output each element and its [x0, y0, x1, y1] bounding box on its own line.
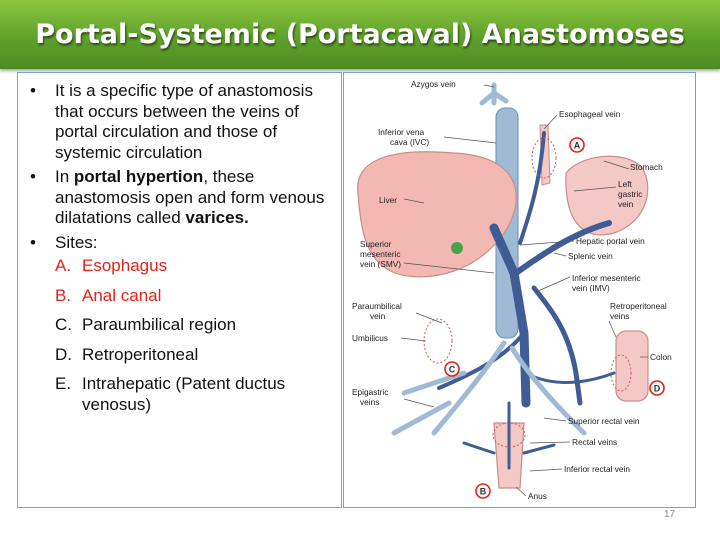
- label-rectal-veins: Rectal veins: [572, 437, 617, 447]
- site-letter: C.: [55, 315, 72, 334]
- text-panel: It is a specific type of anastomosis tha…: [17, 72, 342, 508]
- site-letter: D.: [55, 344, 72, 364]
- label-left-gastric-line2: gastric: [618, 189, 642, 199]
- label-paraumbilical-line2: vein: [370, 311, 386, 321]
- site-text: Intrahepatic (Patent ductus venosus): [82, 374, 286, 414]
- label-inferior-rectal-vein: Inferior rectal vein: [564, 464, 630, 474]
- label-ivc-line2: cava (IVC): [390, 137, 429, 147]
- label-smv-line3: vein (SMV): [360, 259, 401, 269]
- bullet-list: It is a specific type of anastomosis tha…: [28, 81, 335, 415]
- bullet-sites: Sites: A. Esophagus B. Anal canal C. Paraum…: [28, 233, 335, 416]
- marker-b-letter: B: [480, 487, 487, 497]
- liver-shape: [357, 151, 517, 278]
- colon-shape: [615, 330, 649, 402]
- azygos-vein-shape: [479, 82, 509, 106]
- label-smv-line1: Superior: [360, 239, 392, 249]
- site-letter: B.: [55, 285, 72, 305]
- label-ivc-line1: Inferior vena: [378, 127, 425, 137]
- gallbladder-shape: [451, 242, 463, 254]
- site-text: Retroperitoneal: [82, 344, 199, 364]
- label-esophageal-vein: Esophageal vein: [559, 109, 621, 119]
- label-smv-line2: mesenteric: [360, 249, 401, 259]
- label-paraumbilical-line1: Paraumbilical: [352, 301, 402, 311]
- label-retroperitoneal-line1: Retroperitoneal: [610, 301, 667, 311]
- portal-system-diagram: Azygos vein Esophageal vein Inferior ven…: [352, 79, 672, 501]
- marker-d: D: [649, 380, 665, 396]
- leader-lines: [400, 84, 648, 497]
- bullet-varices-pre: In: [55, 167, 74, 186]
- label-splenic-vein: Splenic vein: [568, 251, 613, 261]
- slide-title: Portal-Systemic (Portacaval) Anastomoses: [35, 19, 685, 50]
- site-item: E. Intrahepatic (Patent ductus venosus): [55, 374, 335, 415]
- marker-a-letter: A: [574, 141, 581, 151]
- esophageal-varix-ring: [531, 137, 557, 179]
- bullet-definition-text: It is a specific type of anastomosis tha…: [55, 81, 313, 162]
- label-azygos: Azygos vein: [411, 79, 456, 89]
- marker-c-letter: C: [449, 365, 456, 375]
- site-letter: E.: [55, 374, 72, 393]
- umbilical-varix-ring: [423, 318, 453, 364]
- label-left-gastric-line1: Left: [618, 179, 633, 189]
- label-colon: Colon: [650, 352, 672, 362]
- label-epigastric-line1: Epigastric: [352, 387, 388, 397]
- title-bar: Portal-Systemic (Portacaval) Anastomoses: [0, 0, 720, 69]
- rectal-varix-ring: [492, 422, 526, 448]
- bullet-sites-text: Sites:: [55, 232, 98, 252]
- site-item: C. Paraumbilical region: [55, 315, 335, 336]
- site-item: B. Anal canal: [55, 286, 335, 307]
- label-stomach: Stomach: [630, 162, 663, 172]
- splenic-vein-shape: [513, 220, 612, 276]
- marker-b: B: [475, 483, 491, 499]
- retroperitoneal-varix-ring: [610, 354, 632, 392]
- imv-shape: [531, 285, 583, 406]
- label-umbilicus: Umbilicus: [352, 333, 388, 343]
- marker-a: A: [569, 137, 585, 153]
- label-superior-rectal-vein: Superior rectal vein: [568, 416, 640, 426]
- anatomy-figure: Azygos vein Esophageal vein Inferior ven…: [343, 72, 696, 508]
- marker-c: C: [444, 361, 460, 377]
- epigastric-veins-shape: [391, 340, 587, 436]
- sites-list: A. Esophagus B. Anal canal C. Paraumbilical…: [55, 256, 335, 415]
- bullet-varices-bold2: varices.: [185, 208, 249, 227]
- label-imv-line2: vein (IMV): [572, 283, 610, 293]
- bullet-varices-post: , these anastomosis open and form venous…: [55, 167, 325, 227]
- label-retroperitoneal-line2: veins: [610, 311, 629, 321]
- site-text: Paraumbilical region: [82, 315, 237, 334]
- page-number: 17: [664, 509, 676, 520]
- label-anus: Anus: [528, 491, 547, 501]
- site-text: Anal canal: [82, 285, 162, 305]
- marker-d-letter: D: [654, 384, 661, 394]
- stomach-shape: [565, 155, 649, 236]
- site-item: A. Esophagus: [55, 256, 335, 277]
- label-left-gastric-line3: vein: [618, 199, 634, 209]
- bullet-varices-bold: portal hypertion: [73, 167, 204, 186]
- bullet-varices: In portal hypertion, these anastomosis o…: [28, 167, 335, 229]
- label-hepatic-portal-vein: Hepatic portal vein: [576, 236, 645, 246]
- rectal-veins-shape: [462, 401, 556, 470]
- label-liver: Liver: [379, 195, 397, 205]
- site-item: D. Retroperitoneal: [55, 345, 335, 366]
- site-text: Esophagus: [82, 256, 168, 275]
- mesenteric-branch-shape: [524, 371, 616, 384]
- bullet-definition: It is a specific type of anastomosis tha…: [28, 81, 335, 163]
- label-imv-line1: Inferior mesenteric: [572, 273, 641, 283]
- site-letter: A.: [55, 256, 72, 275]
- label-epigastric-line2: veins: [360, 397, 379, 407]
- left-gastric-vein-shape: [518, 131, 546, 245]
